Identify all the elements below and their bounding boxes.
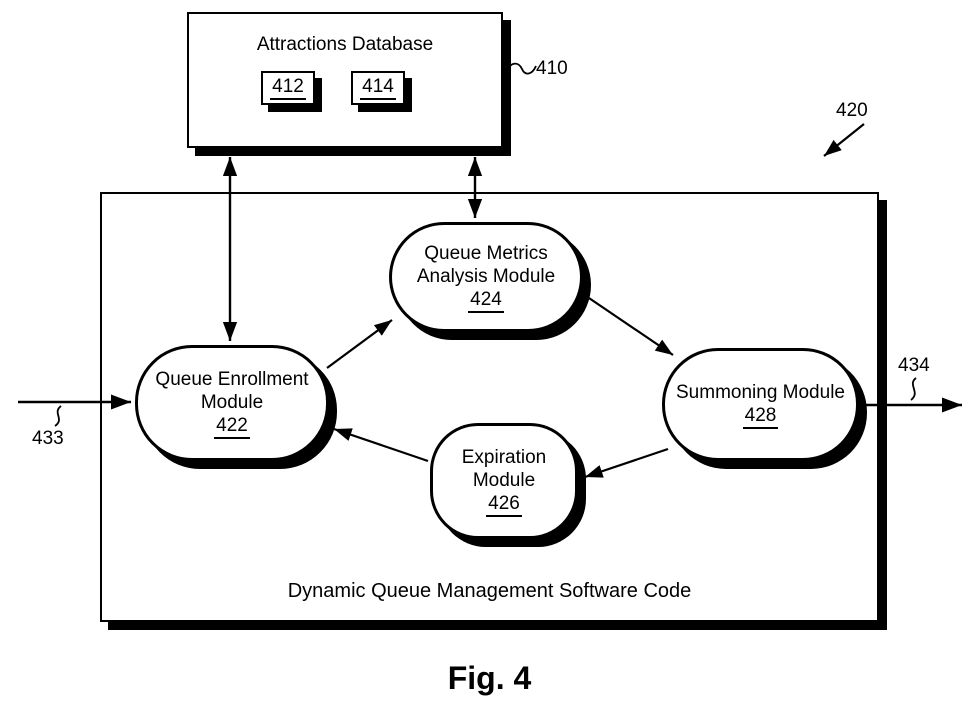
attractions-database-box: Attractions Database 412 414: [187, 12, 503, 148]
software-code-label: Dynamic Queue Management Software Code: [287, 580, 692, 602]
arrow-ref-420-pointer: [823, 123, 865, 157]
attractions-database-title: Attractions Database: [256, 34, 434, 55]
db-item-414-ref: 414: [360, 76, 396, 100]
module-summoning-ref: 428: [742, 405, 779, 429]
module-queue-metrics-analysis-line2: Analysis Module: [416, 265, 556, 287]
module-queue-enrollment-ref: 422: [214, 415, 250, 439]
db-item-412: 412: [261, 71, 315, 105]
module-queue-enrollment-line2: Module: [200, 391, 264, 413]
module-queue-metrics-analysis-line1: Queue Metrics: [424, 242, 548, 264]
module-expiration-line1: Expiration: [461, 446, 547, 468]
module-expiration-ref: 426: [486, 493, 522, 517]
module-queue-enrollment-line1: Queue Enrollment: [155, 368, 309, 390]
module-expiration: Expiration Module 426: [430, 423, 578, 539]
lead-line-434: [910, 377, 917, 401]
ref-label-420: 420: [836, 100, 868, 121]
module-summoning: Summoning Module 428: [662, 348, 859, 461]
module-summoning-line1: Summoning Module: [676, 381, 845, 403]
ref-label-434: 434: [898, 355, 930, 376]
ref-label-410: 410: [536, 58, 568, 79]
module-queue-metrics-analysis: Queue Metrics Analysis Module 424: [389, 222, 583, 332]
ref-label-433: 433: [32, 428, 64, 449]
lead-line-433: [54, 405, 62, 427]
module-expiration-line2: Module: [472, 469, 536, 491]
db-item-414: 414: [351, 71, 405, 105]
lead-line-410: [506, 62, 537, 75]
db-item-412-ref: 412: [270, 76, 306, 100]
figure-caption: Fig. 4: [447, 660, 532, 696]
module-queue-metrics-analysis-ref: 424: [468, 289, 504, 313]
module-queue-enrollment: Queue Enrollment Module 422: [135, 345, 329, 461]
